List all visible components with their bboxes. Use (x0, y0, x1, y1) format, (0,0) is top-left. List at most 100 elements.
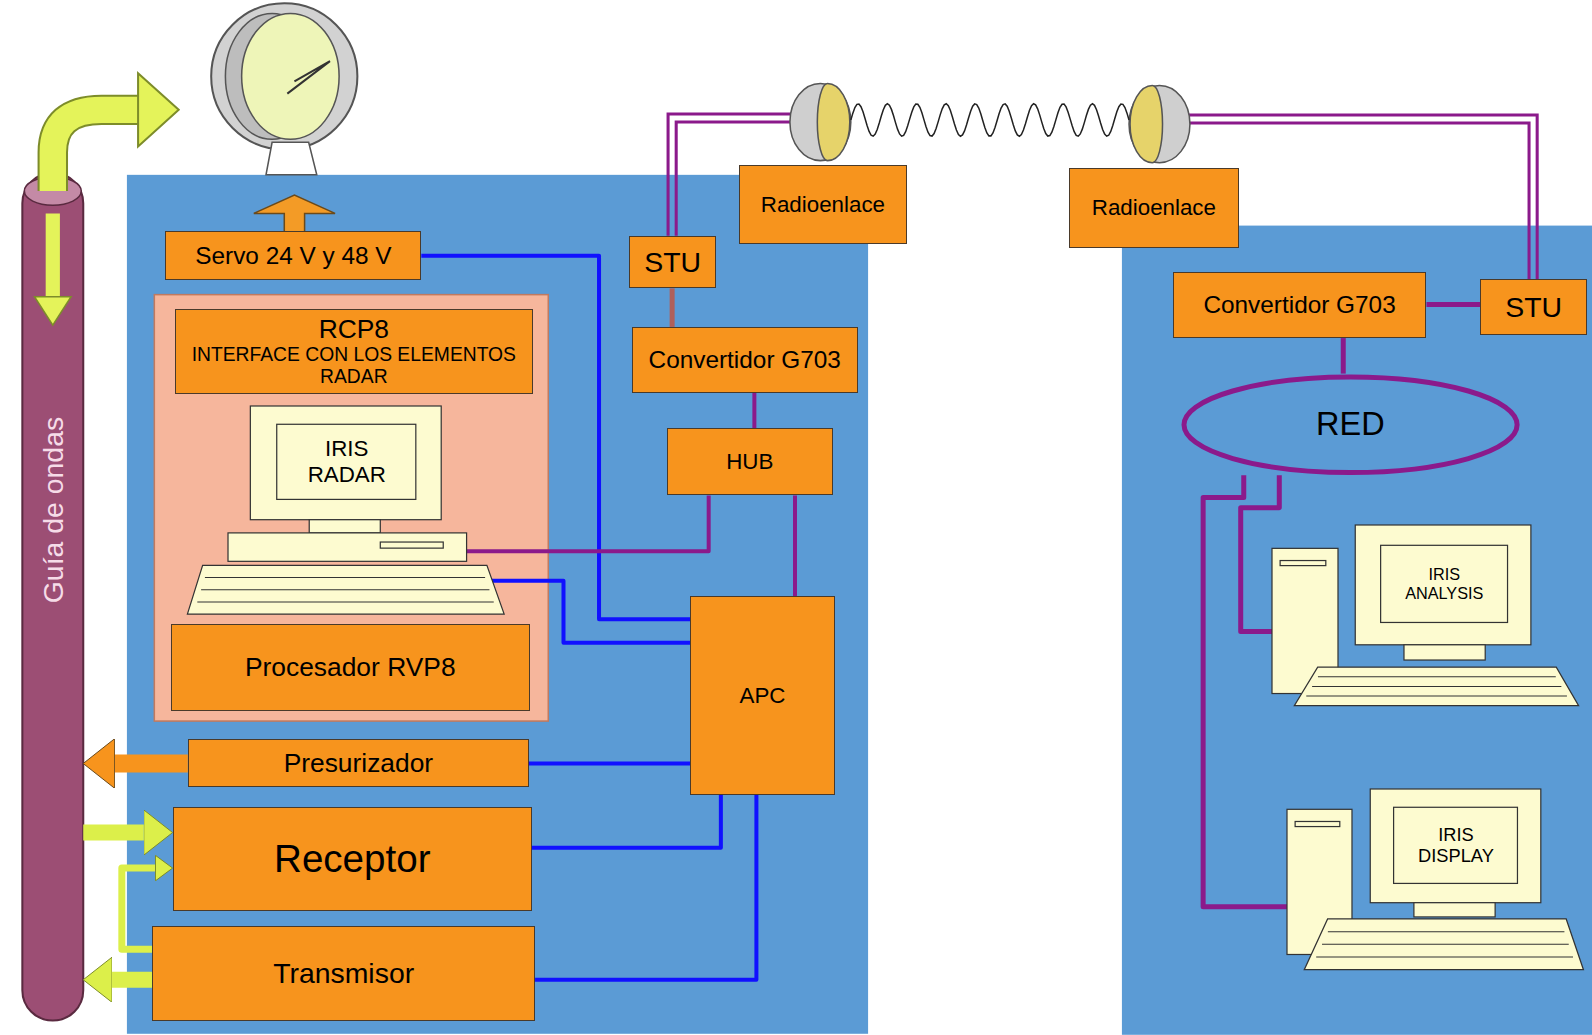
text-holder: Receptor (274, 837, 431, 881)
computer-part (1404, 645, 1485, 660)
remote-panel (1122, 226, 1592, 1035)
node-label: Radioenlace (761, 192, 885, 218)
network-ellipse-shape (1184, 377, 1517, 473)
text-holder: Presurizador (284, 748, 434, 778)
text-holder: Radioenlace (761, 192, 885, 218)
receiver-box: Receptor (173, 807, 532, 911)
node-label: RCP8 (183, 314, 525, 344)
network-ellipse: RED (1181, 374, 1520, 476)
waveguide-arrow-outline (53, 110, 140, 191)
keyboard-row (1322, 944, 1569, 945)
link-dish-face (817, 83, 849, 160)
signal-arrow (122, 868, 156, 949)
keyboard-row (1317, 956, 1574, 957)
node-label: Servo 24 V y 48 V (195, 242, 391, 270)
apc-box: APC (690, 596, 834, 795)
node-label: INTERFACE CON LOS ELEMENTOS RADAR (183, 344, 525, 388)
node-label: STU (644, 246, 701, 279)
waveguide: Guía de ondas (22, 173, 83, 1021)
computer-screen (277, 424, 416, 499)
text-holder: Guía de ondas (0, 580, 146, 613)
keyboard-row (198, 602, 494, 603)
waveguide-pipe (22, 173, 83, 1021)
radar-computer: IRIS RADAR (228, 406, 467, 561)
pressurizer-box: Presurizador (188, 739, 529, 787)
link-dish (1129, 85, 1190, 162)
stu-box: STU (629, 236, 715, 289)
link-dish-face (1130, 85, 1162, 162)
computer-part (381, 542, 444, 548)
text-holder: HUB (726, 449, 773, 475)
text-holder: Convertidor G703 (1203, 291, 1395, 319)
radio-wave (851, 104, 1129, 136)
keyboard-row (1306, 695, 1567, 696)
node-label: HUB (726, 449, 773, 475)
keyboard (1295, 667, 1579, 706)
antenna-dish (242, 13, 339, 139)
radio-link-box: Radioenlace (739, 165, 907, 243)
computer-part (251, 406, 442, 520)
text-holder: APC (740, 683, 786, 709)
antenna-feed (287, 61, 330, 93)
analysis-computer: IRIS ANALYSIS (1272, 525, 1531, 694)
computer-screen (1381, 545, 1508, 622)
transmitter-box: Transmisor (152, 926, 535, 1021)
waveguide-down-arrow (46, 213, 60, 296)
signal-arrow (112, 972, 152, 988)
antenna-pedestal (266, 142, 317, 174)
waveguide-arrow (53, 110, 140, 191)
node-label: RED (1316, 406, 1385, 443)
text-holder: Convertidor G703 (649, 346, 841, 374)
node-label: Transmisor (273, 957, 414, 990)
computer-part (1296, 821, 1341, 826)
cable-line (529, 762, 690, 766)
cable-line (1341, 338, 1346, 374)
waveguide-arrowhead (138, 73, 179, 146)
antenna-housing (211, 3, 357, 149)
text-holder: Procesador RVP8 (245, 652, 456, 682)
computer-screen (1394, 807, 1518, 883)
node-label: APC (740, 683, 786, 709)
text-holder: RCP8INTERFACE CON LOS ELEMENTOS RADAR (183, 314, 525, 389)
cable-line (532, 795, 721, 848)
cable-line (1426, 302, 1480, 307)
text-holder: STU (644, 246, 701, 279)
text-holder: Radioenlace (1092, 195, 1216, 221)
cable-line (752, 393, 756, 429)
keyboard-row (205, 577, 485, 578)
node-label: Convertidor G703 (649, 346, 841, 374)
node-label: STU (1505, 291, 1562, 324)
servo-box: Servo 24 V y 48 V (165, 231, 421, 280)
signal-arrow (115, 755, 188, 773)
node-label: IRIS DISPLAY (1410, 824, 1501, 866)
keyboard (1305, 919, 1584, 970)
computer-part (1280, 560, 1326, 565)
screen-area: IRIS DISPLAY (1394, 807, 1518, 883)
node-label: Presurizador (284, 748, 434, 778)
radio-link-box: Radioenlace (1069, 168, 1239, 248)
servo-arrow (254, 195, 335, 232)
converter-box: Convertidor G703 (1173, 272, 1427, 338)
cable-line (793, 495, 797, 596)
hub-box: HUB (667, 428, 832, 495)
stu-box: STU (1480, 279, 1587, 335)
node-label: IRIS RADAR (306, 436, 387, 487)
computer-part (310, 520, 381, 533)
text-holder: RED (1316, 406, 1385, 443)
computer-panel (154, 295, 548, 721)
display-computer: IRIS DISPLAY (1287, 789, 1541, 954)
processor-box: Procesador RVP8 (171, 624, 530, 710)
text-holder: Servo 24 V y 48 V (195, 242, 391, 270)
node-label: IRIS ANALYSIS (1399, 565, 1490, 602)
computer-part (1414, 903, 1495, 917)
site-panel (127, 175, 868, 1034)
computer-part (1355, 525, 1531, 645)
screen-area: IRIS ANALYSIS (1381, 545, 1508, 622)
cable-line (670, 288, 675, 327)
link-dish (790, 83, 851, 160)
node-label: Receptor (274, 837, 431, 881)
keyboard (188, 565, 505, 614)
keyboard-row (1312, 686, 1561, 687)
